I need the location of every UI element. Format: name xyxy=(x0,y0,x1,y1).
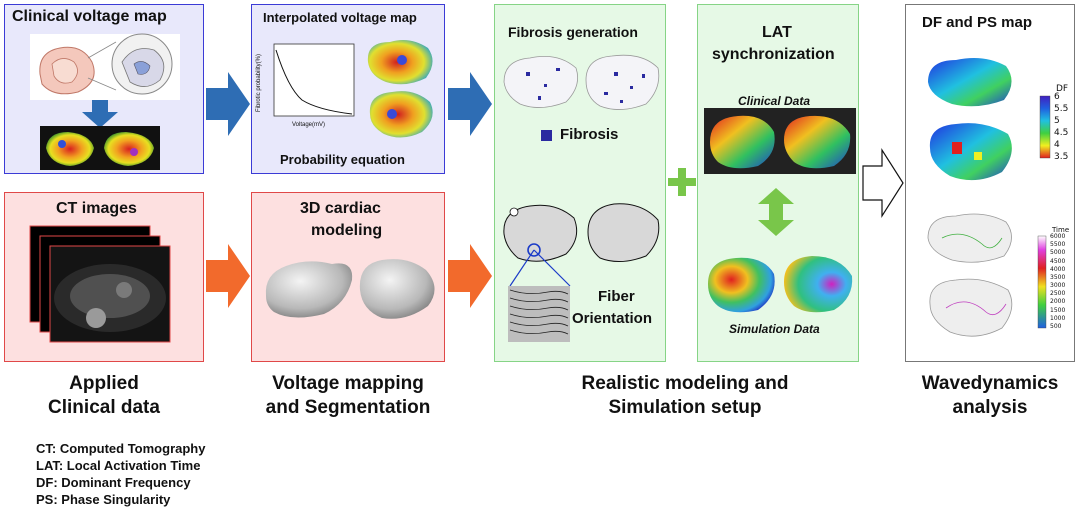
interpolated-voltage-hearts xyxy=(367,40,433,138)
df-tick-3: 4.5 xyxy=(1054,128,1069,138)
output-arrow xyxy=(862,147,904,219)
stage-2-line2: and Segmentation xyxy=(265,397,431,418)
lat-title-line1: LAT xyxy=(762,24,792,41)
fibrosis-hearts xyxy=(503,54,660,110)
df-tick-2: 5 xyxy=(1054,116,1060,126)
probability-curve-plot xyxy=(273,43,355,117)
abbreviation-ct: CT: Computed Tomography xyxy=(36,441,206,456)
blue-arrow-2 xyxy=(448,72,492,136)
fiber-orientation-zoom xyxy=(508,286,570,342)
fibrosis-generation-title: Fibrosis generation xyxy=(508,24,638,40)
probability-plot-xlabel: Voltage(mV) xyxy=(292,122,326,128)
fiber-zoom-connector xyxy=(509,249,571,287)
stage-1-line2: Clinical data xyxy=(48,397,160,418)
orange-arrow-2 xyxy=(448,244,492,308)
time-tick-9: 1500 xyxy=(1050,306,1066,314)
time-tick-11: 500 xyxy=(1050,323,1062,330)
cardiac-modeling-title-line1: 3D cardiac xyxy=(300,200,381,217)
fiber-mesh-hearts xyxy=(503,203,660,262)
df-ps-title: DF and PS map xyxy=(922,14,1033,31)
df-tick-5: 3.5 xyxy=(1054,152,1069,162)
time-tick-3: 4500 xyxy=(1050,257,1066,265)
ct-image-stack xyxy=(29,225,171,343)
stage-2-line1: Voltage mapping xyxy=(272,373,424,394)
orange-arrow-1 xyxy=(206,244,250,308)
fiber-orientation-line1: Fiber xyxy=(598,288,635,305)
stage-voltage-mapping: Voltage mapping and Segmentation xyxy=(242,372,454,420)
lat-simulation-maps xyxy=(708,256,853,313)
heart-anatomy-illustration xyxy=(30,33,180,100)
abbreviation-ps: PS: Phase Singularity xyxy=(36,492,171,507)
stage-3-line1: Realistic modeling and xyxy=(581,373,789,394)
lat-clinical-maps xyxy=(704,108,856,174)
time-legend-title: Time xyxy=(1052,226,1070,234)
stage-1-line1: Applied xyxy=(69,373,139,394)
time-tick-7: 2500 xyxy=(1050,290,1066,298)
cardiac-modeling-title-line2: modeling xyxy=(311,222,383,239)
time-tick-1: 5500 xyxy=(1050,241,1066,249)
clinical-data-label: Clinical Data xyxy=(738,94,811,108)
probability-equation-label: Probability equation xyxy=(280,152,405,167)
clinical-voltage-map-title: Clinical voltage map xyxy=(12,8,167,25)
ps-map-hearts xyxy=(927,213,1013,337)
df-tick-4: 4 xyxy=(1054,140,1060,150)
stage-4-line2: analysis xyxy=(952,397,1028,418)
time-tick-2: 5000 xyxy=(1050,249,1066,257)
df-tick-0: 6 xyxy=(1054,92,1060,102)
sync-double-arrow-icon xyxy=(758,188,794,236)
time-tick-10: 1000 xyxy=(1050,314,1066,322)
down-arrow-icon xyxy=(82,100,118,128)
time-tick-5: 3500 xyxy=(1050,273,1066,281)
time-colorbar xyxy=(1037,235,1047,329)
interpolated-voltage-map-title: Interpolated voltage map xyxy=(263,10,417,25)
probability-plot-ylabel: Fibrotic probability(%) xyxy=(256,53,263,113)
stage-applied-clinical-data: Applied Clinical data xyxy=(4,372,204,420)
time-tick-8: 2000 xyxy=(1050,298,1066,306)
blue-arrow-1 xyxy=(206,72,250,136)
fibrosis-legend-square xyxy=(541,130,552,141)
time-tick-0: 6000 xyxy=(1050,233,1066,240)
cardiac-3d-model xyxy=(265,259,435,319)
plus-icon xyxy=(668,168,696,196)
df-map-hearts xyxy=(928,58,1012,181)
time-tick-4: 4000 xyxy=(1050,265,1066,273)
df-colorbar xyxy=(1039,95,1051,159)
df-legend-title: DF xyxy=(1056,84,1069,94)
fiber-orientation-line2: Orientation xyxy=(572,310,653,327)
time-tick-6: 3000 xyxy=(1050,282,1066,290)
stage-4-line1: Wavedynamics xyxy=(921,373,1059,394)
simulation-data-label: Simulation Data xyxy=(729,322,820,336)
df-tick-1: 5.5 xyxy=(1054,104,1069,114)
lat-title-line2: synchronization xyxy=(712,46,835,63)
abbreviation-df: DF: Dominant Frequency xyxy=(36,475,191,490)
fibrosis-legend-label: Fibrosis xyxy=(560,126,619,143)
stage-realistic-modeling: Realistic modeling and Simulation setup xyxy=(540,372,830,420)
ct-images-title: CT images xyxy=(56,200,137,217)
stage-wavedynamics: Wavedynamics analysis xyxy=(900,372,1080,420)
clinical-voltage-heart-maps xyxy=(40,126,160,170)
stage-3-line2: Simulation setup xyxy=(608,397,762,418)
abbreviation-lat: LAT: Local Activation Time xyxy=(36,458,201,473)
